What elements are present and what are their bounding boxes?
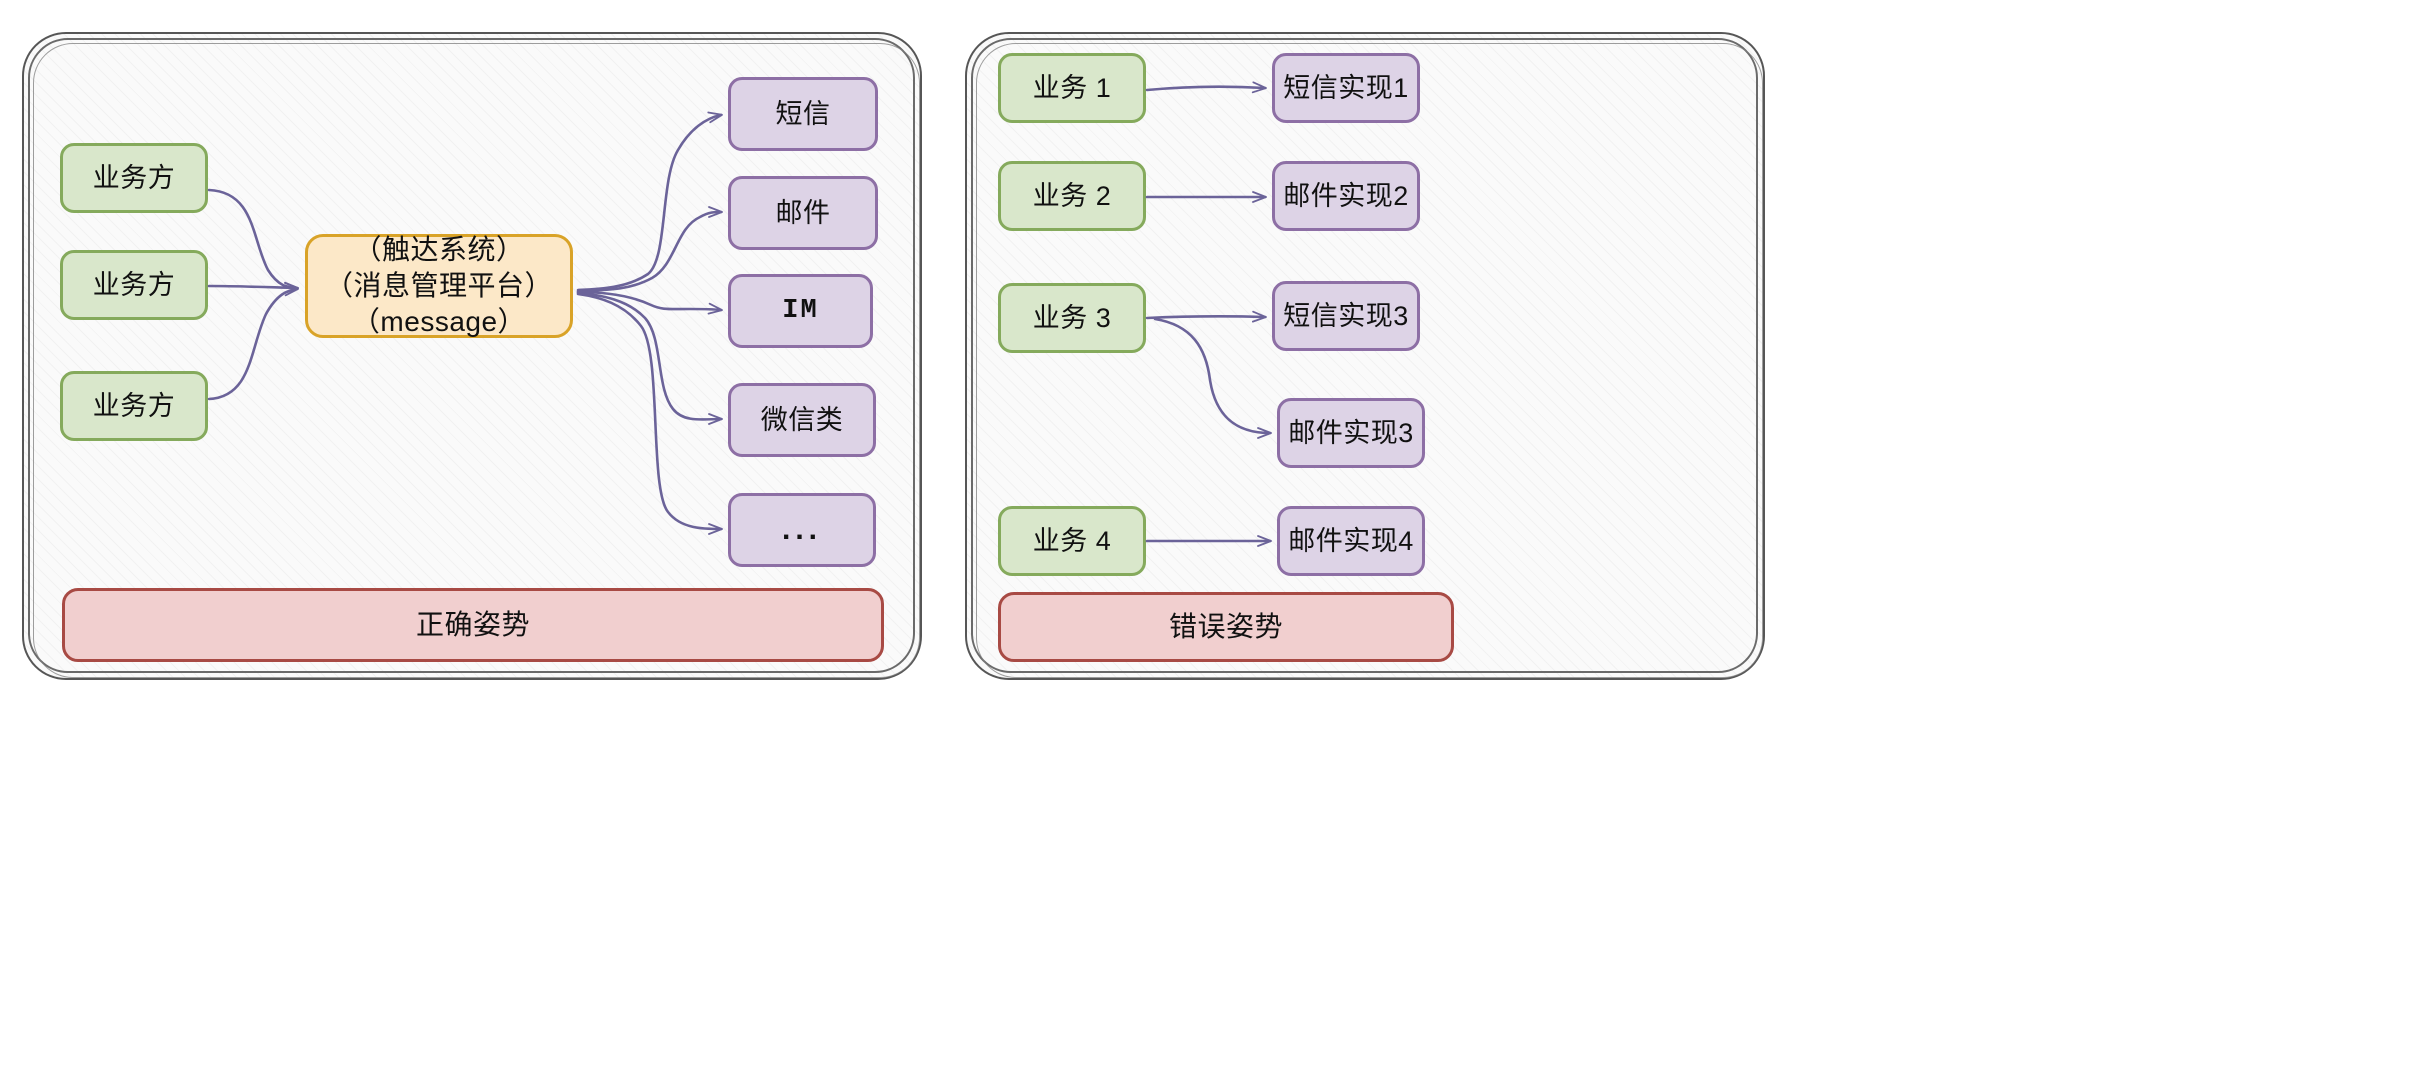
panel-border-outer — [965, 32, 1765, 680]
implementation-node-email-2[interactable]: 邮件实现2 — [1272, 161, 1420, 231]
channel-node-wechat[interactable]: 微信类 — [728, 383, 876, 457]
channel-node-sms[interactable]: 短信 — [728, 77, 878, 151]
implementation-node-email-4[interactable]: 邮件实现4 — [1277, 506, 1425, 576]
business-node-4[interactable]: 业务 4 — [998, 506, 1146, 576]
panel-border-sketch — [976, 43, 1763, 678]
implementation-node-sms-1[interactable]: 短信实现1 — [1272, 53, 1420, 123]
wrong-approach-panel — [965, 32, 1765, 680]
panel-border-inner — [971, 38, 1758, 673]
business-node-3[interactable]: 业务 3 — [998, 283, 1146, 353]
producer-node-2[interactable]: 业务方 — [60, 250, 208, 320]
business-node-2[interactable]: 业务 2 — [998, 161, 1146, 231]
channel-node-email[interactable]: 邮件 — [728, 176, 878, 250]
producer-node-3[interactable]: 业务方 — [60, 371, 208, 441]
implementation-node-sms-3[interactable]: 短信实现3 — [1272, 281, 1420, 351]
producer-node-1[interactable]: 业务方 — [60, 143, 208, 213]
business-node-1[interactable]: 业务 1 — [998, 53, 1146, 123]
message-hub-node[interactable]: （触达系统） （消息管理平台） （message） — [305, 234, 573, 338]
channel-node-im[interactable]: IM — [728, 274, 873, 348]
channel-node-more[interactable]: ... — [728, 493, 876, 567]
panel-hatch-texture — [965, 32, 1765, 680]
right-footer-banner: 错误姿势 — [998, 592, 1454, 662]
implementation-node-email-3[interactable]: 邮件实现3 — [1277, 398, 1425, 468]
left-footer-banner: 正确姿势 — [62, 588, 884, 662]
